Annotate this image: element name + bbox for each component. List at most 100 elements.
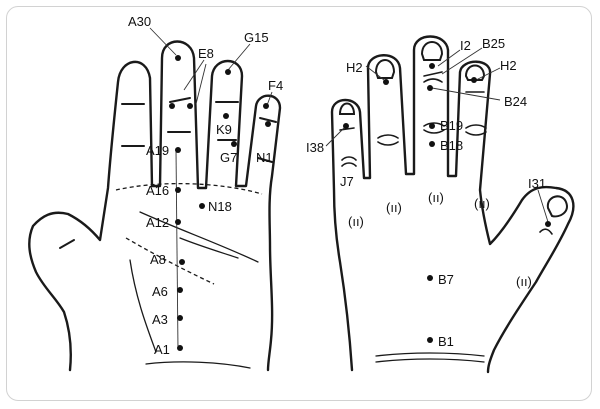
palm-center-guide — [175, 149, 179, 351]
point-A16 — [175, 187, 181, 193]
leader-A30 — [149, 27, 177, 56]
point-G15 — [225, 69, 231, 75]
point-A6 — [177, 287, 183, 293]
knuckle-mark — [341, 162, 357, 167]
point-B18 — [429, 141, 435, 147]
nail-middle — [420, 41, 444, 61]
knuckle-base-mark: (ıı) — [428, 190, 444, 205]
label-A30: A30 — [128, 14, 151, 29]
palm-finger-crease — [259, 117, 277, 123]
label-E8: E8 — [198, 46, 214, 61]
leader-G15 — [227, 43, 251, 71]
palm-hand — [28, 27, 282, 372]
back-wrist-line — [375, 352, 485, 357]
leader-I31 — [537, 189, 549, 223]
palm-hand-outline — [28, 40, 282, 372]
point-G7 — [231, 141, 237, 147]
back-hand: (ıı) (ıı) (ıı) (ıı) (ıı) — [325, 35, 575, 374]
point-I2 — [429, 63, 435, 69]
point-F4 — [263, 103, 269, 109]
point-A8 — [179, 259, 185, 265]
leader-H2a — [365, 65, 385, 81]
label-F4: F4 — [268, 78, 283, 93]
label-B18: B18 — [440, 138, 463, 153]
point-B24 — [427, 85, 433, 91]
nail-ring — [374, 59, 396, 79]
label-N1: N1 — [256, 150, 273, 165]
back-wrist-line — [375, 358, 485, 363]
nail-pinky — [338, 102, 356, 115]
leader-B24 — [431, 87, 501, 101]
label-I31: I31 — [528, 176, 546, 191]
leader-B25 — [441, 47, 483, 75]
label-A16: A16 — [146, 183, 169, 198]
palm-line-heart — [115, 182, 263, 195]
label-A6: A6 — [152, 284, 168, 299]
palm-line-thumb-base — [129, 259, 157, 353]
label-B25: B25 — [482, 36, 505, 51]
label-B7: B7 — [438, 272, 454, 287]
knuckle-mark — [377, 141, 399, 146]
label-A12: A12 — [146, 215, 169, 230]
knuckle-base-mark: (ıı) — [516, 274, 532, 289]
label-H2a: H2 — [346, 60, 363, 75]
label-H2b: H2 — [500, 58, 517, 73]
palm-wrist-crease — [145, 361, 251, 369]
label-B19: B19 — [440, 118, 463, 133]
knuckle-mark — [423, 71, 443, 77]
label-A8: A8 — [150, 252, 166, 267]
point-B19 — [429, 123, 435, 129]
knuckle-mark — [423, 122, 445, 127]
leader-I2 — [437, 49, 461, 67]
point-K9 — [223, 113, 229, 119]
point-H2a — [383, 79, 389, 85]
nail-thumb — [546, 195, 568, 218]
palm-finger-crease — [257, 157, 273, 163]
label-B24: B24 — [504, 94, 527, 109]
leader-E8b — [195, 63, 207, 105]
palm-line-head — [139, 211, 259, 263]
label-K9: K9 — [216, 122, 232, 137]
nail-index — [464, 64, 486, 81]
point-E8 — [169, 103, 175, 109]
point-E8b — [187, 103, 193, 109]
leader-E8 — [183, 59, 205, 91]
label-I38: I38 — [306, 140, 324, 155]
knuckle-base-mark: (ıı) — [474, 196, 490, 211]
label-A1: A1 — [154, 342, 170, 357]
label-I2: I2 — [460, 38, 471, 53]
point-H2b — [471, 77, 477, 83]
palm-finger-crease — [169, 97, 191, 103]
point-N1 — [265, 121, 271, 127]
point-B7 — [427, 275, 433, 281]
label-G15: G15 — [244, 30, 269, 45]
point-B1 — [427, 337, 433, 343]
knuckle-base-mark: (ıı) — [348, 214, 364, 229]
point-I38 — [343, 123, 349, 129]
palm-line-life — [125, 237, 215, 285]
point-I31 — [545, 221, 551, 227]
point-A1 — [177, 345, 183, 351]
point-A3 — [177, 315, 183, 321]
palm-points: A30 E8 G15 F4 K9 N1 G7 A19 A16 N18 A12 — [128, 14, 283, 357]
palm-line-head-short — [179, 237, 239, 259]
label-A3: A3 — [152, 312, 168, 327]
label-A19: A19 — [146, 143, 169, 158]
knuckle-mark — [465, 131, 487, 136]
knuckle-base-mark: (ıı) — [386, 200, 402, 215]
palm-thumb-crease — [59, 239, 75, 249]
label-G7: G7 — [220, 150, 237, 165]
knuckle-mark — [341, 156, 357, 161]
knuckle-mark — [423, 129, 445, 134]
back-points: H2 I2 B25 H2 B24 B19 B18 I38 J7 I31 B7 B… — [306, 36, 551, 349]
diagram-frame — [6, 6, 592, 401]
knuckle-mark — [539, 228, 553, 235]
point-A30 — [175, 55, 181, 61]
label-N18: N18 — [208, 199, 232, 214]
knuckle-mark — [465, 124, 487, 129]
back-hand-outline — [330, 35, 575, 374]
point-N18 — [199, 203, 205, 209]
knuckle-mark — [377, 134, 399, 139]
